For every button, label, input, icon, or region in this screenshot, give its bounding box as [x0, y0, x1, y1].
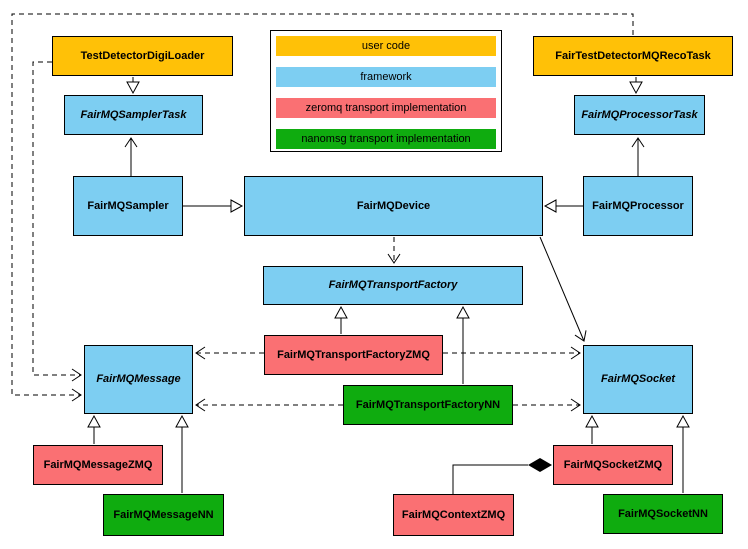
- node-fairmqtransportfactory: FairMQTransportFactory: [263, 266, 523, 305]
- edge-device-to-socket: [539, 236, 587, 342]
- node-fairmqtransportfactoryzmq: FairMQTransportFactoryZMQ: [264, 335, 443, 375]
- node-testdetectordigiloader: TestDetectorDigiLoader: [52, 36, 233, 76]
- node-fairtestdetectormqrecotask: FairTestDetectorMQRecoTask: [533, 36, 733, 76]
- node-fairmqcontextzmq: FairMQContextZMQ: [393, 494, 514, 536]
- node-fairmqsamplertask: FairMQSamplerTask: [64, 95, 203, 135]
- node-fairmqsocketzmq: FairMQSocketZMQ: [553, 445, 673, 485]
- composition-diamond: [528, 458, 552, 472]
- edge-recotask-to-message: [11, 13, 634, 402]
- legend-item-nanomsg: nanomsg transport implementation: [276, 129, 496, 149]
- node-fairmqmessagezmq: FairMQMessageZMQ: [33, 445, 163, 485]
- legend-item-user-code: user code: [276, 36, 496, 56]
- edge-contextzmq-to-socketzmq: [452, 464, 528, 494]
- node-fairmqprocessortask: FairMQProcessorTask: [574, 95, 705, 135]
- node-fairmqsampler: FairMQSampler: [73, 176, 183, 236]
- node-fairmqdevice: FairMQDevice: [244, 176, 543, 236]
- node-fairmqsocket: FairMQSocket: [583, 345, 693, 414]
- node-fairmqtransportfactorynn: FairMQTransportFactoryNN: [343, 385, 513, 425]
- node-fairmqmessage: FairMQMessage: [84, 345, 193, 414]
- node-fairmqmessagenn: FairMQMessageNN: [103, 494, 224, 536]
- edge-digiloader-to-message: [32, 61, 82, 382]
- legend-item-zeromq: zeromq transport implementation: [276, 98, 496, 118]
- legend: user code framework zeromq transport imp…: [270, 30, 502, 152]
- legend-item-framework: framework: [276, 67, 496, 87]
- node-fairmqprocessor: FairMQProcessor: [583, 176, 693, 236]
- node-fairmqsocketnn: FairMQSocketNN: [603, 494, 723, 534]
